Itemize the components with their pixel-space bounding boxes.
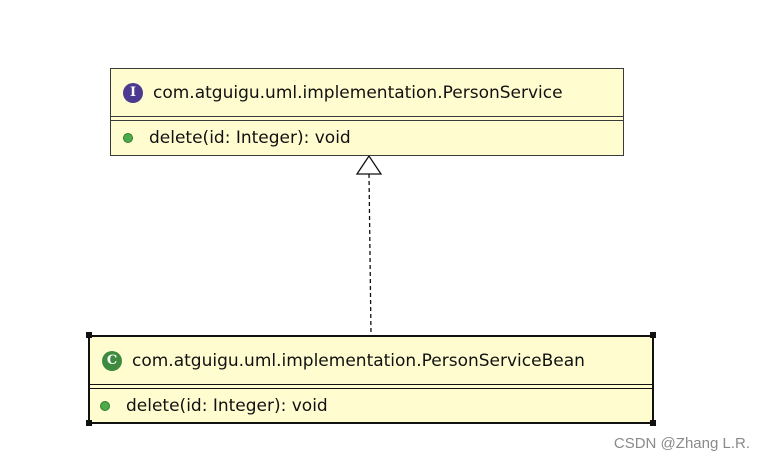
selection-handle-top-right[interactable] xyxy=(650,332,656,338)
interface-name: com.atguigu.uml.implementation.PersonSer… xyxy=(153,82,563,103)
class-name: com.atguigu.uml.implementation.PersonSer… xyxy=(132,350,585,371)
selection-handle-bottom-left[interactable] xyxy=(86,420,92,426)
realization-dashed-line xyxy=(368,173,372,336)
public-method-dot-icon xyxy=(100,401,110,411)
class-method-signature: delete(id: Integer): void xyxy=(126,396,328,416)
watermark: CSDN @Zhang L.R. xyxy=(613,435,750,452)
interface-method-signature: delete(id: Integer): void xyxy=(149,128,351,148)
interface-method-row[interactable]: delete(id: Integer): void xyxy=(111,121,623,155)
public-method-dot-icon xyxy=(123,133,133,143)
class-box-personservicebean[interactable]: C com.atguigu.uml.implementation.PersonS… xyxy=(88,335,654,424)
interface-icon: I xyxy=(123,82,143,103)
class-method-row[interactable]: delete(id: Integer): void xyxy=(90,389,652,423)
interface-box-personservice[interactable]: I com.atguigu.uml.implementation.PersonS… xyxy=(110,68,624,156)
class-header: C com.atguigu.uml.implementation.PersonS… xyxy=(90,337,652,385)
class-icon: C xyxy=(102,350,122,371)
realization-arrowhead xyxy=(355,154,383,175)
interface-header: I com.atguigu.uml.implementation.PersonS… xyxy=(111,69,623,117)
fields-compartment xyxy=(90,385,652,389)
selection-handle-bottom-right[interactable] xyxy=(650,420,656,426)
attributes-compartment xyxy=(111,117,623,121)
selection-handle-top-left[interactable] xyxy=(86,332,92,338)
